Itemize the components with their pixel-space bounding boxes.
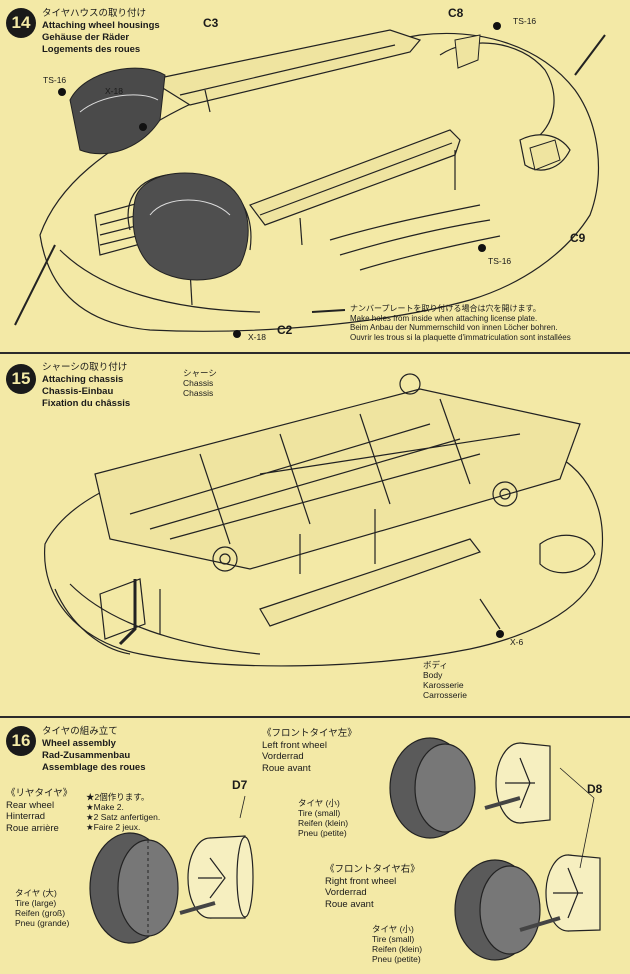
screw-ts16-c: TS-16 bbox=[488, 256, 512, 266]
part-c8-label: C8 bbox=[448, 6, 464, 20]
title-de: Rad-Zusammenbau bbox=[42, 750, 131, 761]
wheel-assembly-drawing bbox=[89, 737, 601, 961]
rear-jp: 《リヤタイヤ》 bbox=[6, 788, 73, 799]
make-two-note: ★2個作ります。 ★Make 2. ★2 Satz anfertigen. ★F… bbox=[86, 792, 160, 832]
body-shell-drawing bbox=[14, 22, 606, 338]
title-jp: タイヤの組み立て bbox=[42, 726, 118, 737]
step-16-title: タイヤの組み立て Wheel assembly Rad-Zusammenbau … bbox=[42, 726, 146, 774]
chassis-body-drawing bbox=[44, 373, 604, 667]
front-right-label: 《フロントタイヤ右》 Right front wheel Vorderrad R… bbox=[325, 864, 420, 910]
body-jp: ボディ bbox=[423, 660, 448, 670]
title-en: Attaching wheel housings bbox=[42, 20, 160, 31]
part-c3-label: C3 bbox=[203, 16, 219, 30]
rear-fr: Roue arrière bbox=[6, 822, 59, 834]
title-jp: シャーシの取り付け bbox=[42, 362, 128, 373]
step-14-panel: 14 タイヤハウスの取り付け Attaching wheel housings … bbox=[0, 0, 630, 352]
tire-small-label-left: タイヤ (小) Tire (small) Reifen (klein) Pneu… bbox=[298, 798, 348, 838]
title-en: Attaching chassis bbox=[42, 374, 124, 385]
make2-fr: ★Faire 2 jeux. bbox=[86, 822, 141, 832]
rear-de: Hinterrad bbox=[6, 811, 46, 822]
title-fr: Assemblage des roues bbox=[42, 762, 146, 773]
tire-small-fr: Pneu (petite) bbox=[298, 828, 347, 838]
body-label: ボディ Body Karosserie Carrosserie bbox=[423, 660, 467, 700]
part-d7-label: D7 bbox=[232, 778, 248, 792]
tire-large-fr: Pneu (grande) bbox=[15, 918, 70, 928]
license-plate-note: ナンバープレートを取り付ける場合は穴を開けます。 Make holes from… bbox=[350, 304, 571, 342]
tire-large-label: タイヤ (大) Tire (large) Reifen (groß) Pneu … bbox=[15, 888, 69, 928]
chassis-jp: シャーシ bbox=[183, 368, 217, 378]
body-en: Body bbox=[423, 670, 443, 680]
title-en: Wheel assembly bbox=[42, 738, 116, 749]
fr-de: Vorderrad bbox=[325, 887, 367, 898]
step-14-title: タイヤハウスの取り付け Attaching wheel housings Geh… bbox=[42, 8, 160, 56]
tire-small-label-right: タイヤ (小) Tire (small) Reifen (klein) Pneu… bbox=[372, 924, 422, 964]
chassis-en: Chassis bbox=[183, 378, 214, 388]
step-16-panel: 16 タイヤの組み立て Wheel assembly Rad-Zusammenb… bbox=[0, 718, 630, 974]
chassis-de: Chassis bbox=[183, 388, 214, 398]
chassis-label: シャーシ Chassis Chassis bbox=[183, 368, 217, 398]
part-x18-b: X-18 bbox=[248, 332, 266, 342]
title-jp: タイヤハウスの取り付け bbox=[42, 8, 147, 19]
step-15-panel: 15 シャーシの取り付け Attaching chassis Chassis-E… bbox=[0, 354, 630, 716]
title-de: Chassis-Einbau bbox=[42, 386, 114, 397]
screw-x6-label: X-6 bbox=[510, 637, 524, 647]
fl-en: Left front wheel bbox=[262, 739, 327, 751]
tire-small2-fr: Pneu (petite) bbox=[372, 954, 421, 964]
step-number-14: 14 bbox=[6, 8, 36, 38]
fl-de: Vorderrad bbox=[262, 751, 304, 762]
separator-2 bbox=[0, 716, 630, 718]
rear-wheel-label: 《リヤタイヤ》 Rear wheel Hinterrad Roue arrièr… bbox=[6, 788, 72, 834]
step-number-15: 15 bbox=[6, 364, 36, 394]
screw-ts16-a: TS-16 bbox=[43, 75, 67, 85]
tire-small-en: Tire (small) bbox=[298, 808, 341, 818]
fr-jp: 《フロントタイヤ右》 bbox=[325, 864, 420, 875]
make2-en: ★Make 2. bbox=[86, 802, 124, 812]
body-fr: Carrosserie bbox=[423, 690, 467, 700]
part-d8-label: D8 bbox=[587, 782, 603, 796]
tire-small-de: Reifen (klein) bbox=[298, 818, 349, 828]
fr-fr: Roue avant bbox=[325, 898, 374, 910]
tire-small-jp: タイヤ (小) bbox=[298, 798, 340, 808]
fl-fr: Roue avant bbox=[262, 762, 311, 774]
body-de: Karosserie bbox=[423, 680, 464, 690]
note-fr: Ouvrir les trous si la plaquette d'immat… bbox=[350, 332, 571, 342]
tire-large-jp: タイヤ (大) bbox=[15, 888, 57, 898]
part-c2-label: C2 bbox=[277, 323, 293, 337]
make2-de: ★2 Satz anfertigen. bbox=[86, 812, 161, 822]
tire-small2-jp: タイヤ (小) bbox=[372, 924, 414, 934]
tire-large-de: Reifen (groß) bbox=[15, 908, 66, 918]
part-c9-label: C9 bbox=[570, 231, 586, 245]
screw-ts16-b: TS-16 bbox=[513, 16, 537, 26]
rear-en: Rear wheel bbox=[6, 799, 55, 811]
note-jp: ナンバープレートを取り付ける場合は穴を開けます。 bbox=[350, 304, 541, 313]
title-fr: Fixation du châssis bbox=[42, 398, 131, 409]
front-left-label: 《フロントタイヤ左》 Left front wheel Vorderrad Ro… bbox=[262, 728, 357, 774]
step-15-title: シャーシの取り付け Attaching chassis Chassis-Einb… bbox=[42, 362, 130, 410]
part-x18-a: X-18 bbox=[105, 86, 123, 96]
tire-large-en: Tire (large) bbox=[15, 898, 57, 908]
separator-1 bbox=[0, 352, 630, 354]
tire-small2-de: Reifen (klein) bbox=[372, 944, 423, 954]
note-en: Make holes from inside when attaching li… bbox=[350, 313, 538, 323]
tire-small2-en: Tire (small) bbox=[372, 934, 415, 944]
step-number-16: 16 bbox=[6, 726, 36, 756]
title-de: Gehäuse der Räder bbox=[42, 32, 130, 43]
fl-jp: 《フロントタイヤ左》 bbox=[262, 728, 357, 739]
note-de: Beim Anbau der Nummernschild von innen L… bbox=[350, 323, 558, 332]
make2-jp: ★2個作ります。 bbox=[86, 792, 150, 802]
title-fr: Logements des roues bbox=[42, 44, 141, 55]
fr-en: Right front wheel bbox=[325, 875, 397, 887]
